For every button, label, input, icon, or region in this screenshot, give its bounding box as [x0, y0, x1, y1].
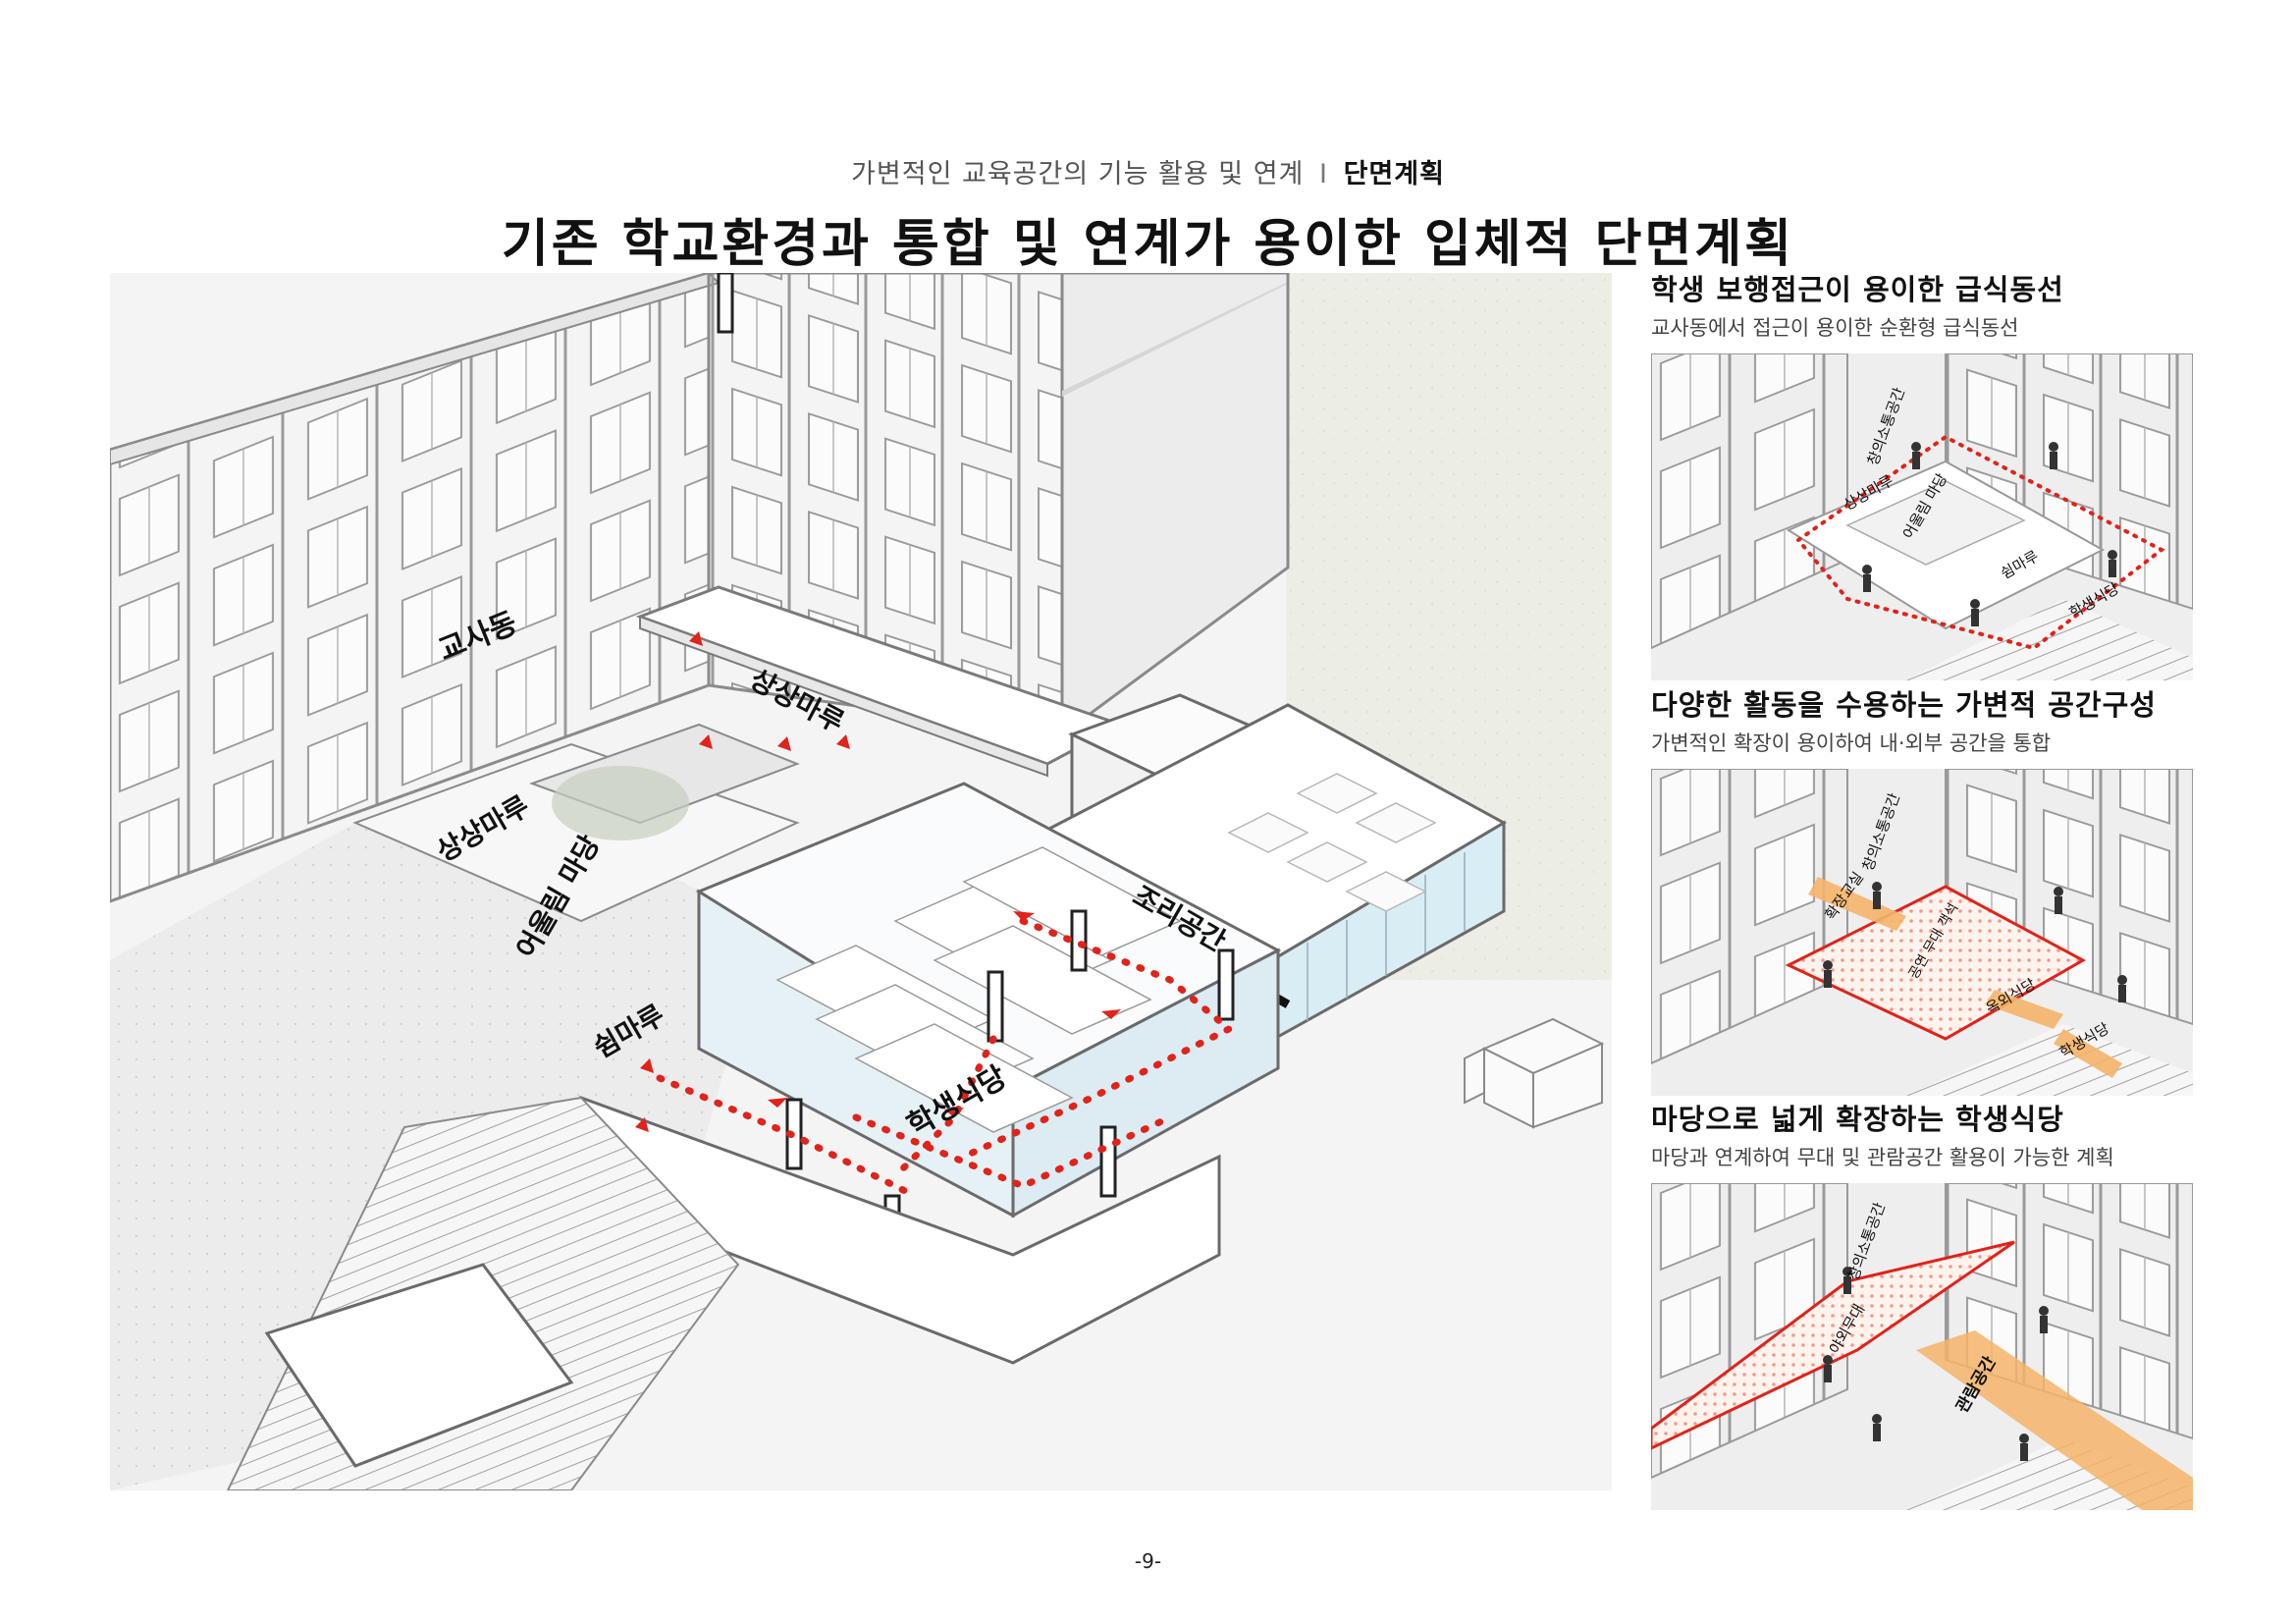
header: 가변적인 교육공간의 기능 활용 및 연계 I 단면계획 기존 학교환경과 통합…	[0, 152, 2296, 276]
panel-2-diagram: 창의소통공간 확장교실 공연 무대 객석 옥외식당 학생식당	[1651, 769, 2193, 1096]
panel-3-title: 마당으로 넓게 확장하는 학생식당	[1651, 1103, 2064, 1136]
panel-1-subtitle: 교사동에서 접근이 용이한 순환형 급식동선	[1651, 316, 2019, 340]
panel-meal-route: 학생 보행접근이 용이한 급식동선 교사동에서 접근이 용이한 순환형 급식동선…	[1651, 267, 2193, 680]
panel-2-subtitle: 가변적인 확장이 용이하여 내·외부 공간을 통합	[1651, 731, 2052, 755]
page-title: 기존 학교환경과 통합 및 연계가 용이한 입체적 단면계획	[501, 215, 1795, 274]
panel-3-subtitle: 마당과 연계하여 무대 및 관람공간 활용이 가능한 계획	[1651, 1146, 2114, 1169]
panel-expanding-cafeteria: 마당으로 넓게 확장하는 학생식당 마당과 연계하여 무대 및 관람공간 활용이…	[1651, 1097, 2193, 1510]
panel-flexible-space: 다양한 활동을 수용하는 가변적 공간구성 가변적인 확장이 용이하여 내·외부…	[1651, 682, 2193, 1096]
page-number: -9-	[1134, 1549, 1162, 1573]
page-subtitle: 가변적인 교육공간의 기능 활용 및 연계 I 단면계획	[0, 152, 2296, 190]
panel-2-title: 다양한 활동을 수용하는 가변적 공간구성	[1651, 688, 2157, 722]
main-section-diagram: 교사동 상상마루 상상마루 어울림 마당 쉼마루 학생식당 조리공간	[110, 273, 1612, 1490]
subtitle-lead: 가변적인 교육공간의 기능 활용 및 연계	[851, 159, 1305, 189]
panel-1-diagram: 창의소통공간 상상마루 어울림 마당 쉼마루 학생식당	[1651, 353, 2193, 680]
panel-1-title: 학생 보행접근이 용이한 급식동선	[1651, 273, 2064, 306]
subtitle-section: 단면계획	[1343, 159, 1445, 189]
panel-3-diagram: 창의소통공간 야외무대 관람공간	[1651, 1183, 2193, 1510]
subtitle-separator: I	[1319, 159, 1328, 189]
